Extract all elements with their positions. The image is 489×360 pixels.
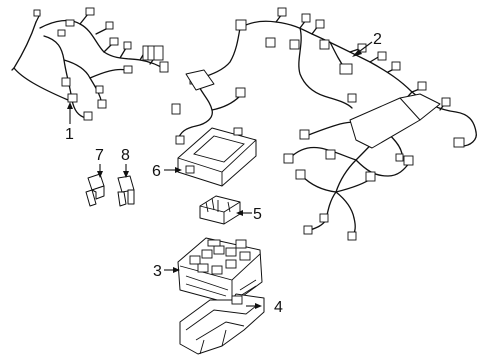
lower-bracket <box>179 293 265 355</box>
callout-1: 1 <box>65 126 74 143</box>
leader-lines <box>67 41 373 309</box>
fuse-box-cover <box>177 127 257 187</box>
callout-6: 6 <box>152 163 161 180</box>
callout-7: 7 <box>95 147 104 164</box>
fuse-7 <box>85 173 105 207</box>
relay <box>199 195 241 225</box>
main-wiring-harness <box>189 7 477 241</box>
callout-5: 5 <box>253 206 262 223</box>
junction-block <box>177 237 263 305</box>
callout-2: 2 <box>373 31 382 48</box>
engine-wiring-harness <box>11 7 169 121</box>
callout-4: 4 <box>274 299 283 316</box>
fuse-8 <box>117 175 135 207</box>
center-harness-branch <box>171 69 246 145</box>
callout-8: 8 <box>121 147 130 164</box>
callout-3: 3 <box>153 263 162 280</box>
